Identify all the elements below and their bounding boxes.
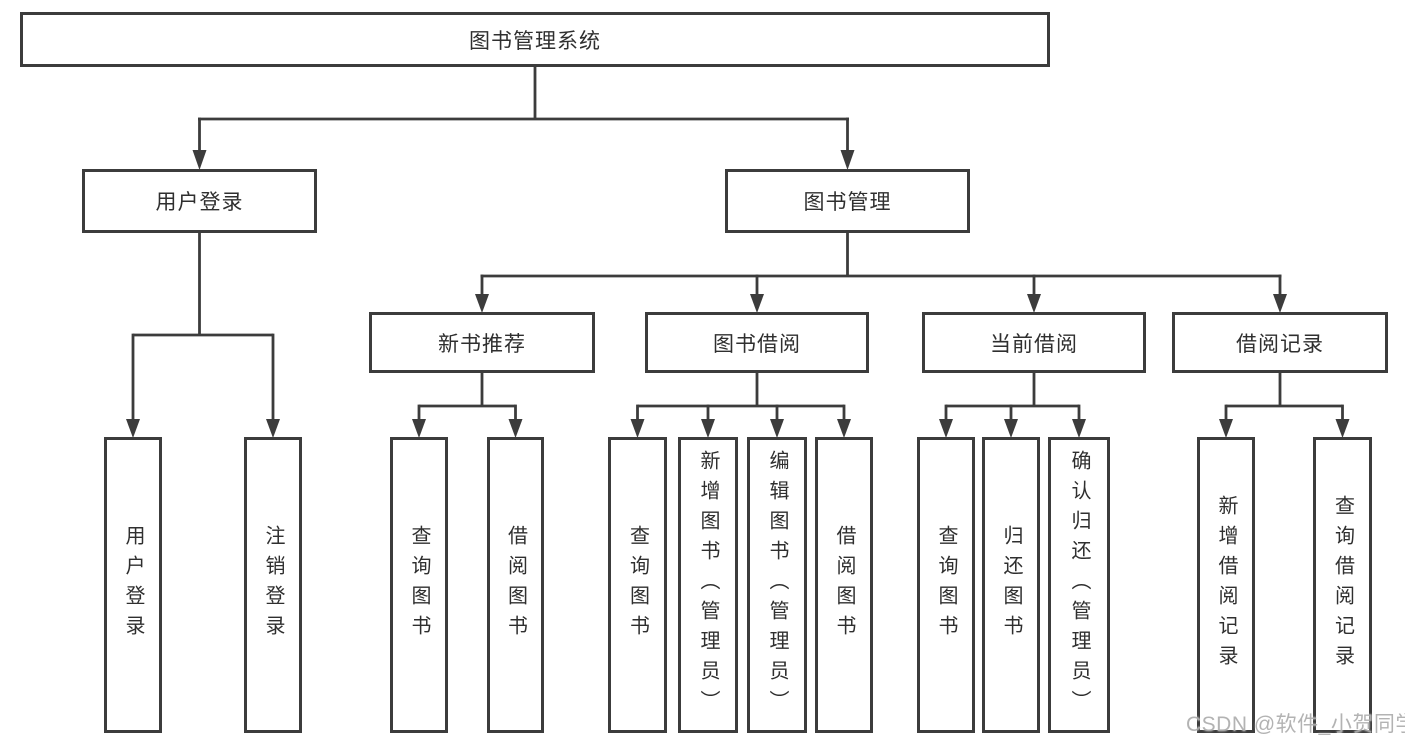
leaf-edit-books-admin: 编辑图书（管理员） [747, 437, 807, 733]
node-label: 注销登录 [262, 525, 284, 645]
node-label: 归还图书 [1000, 525, 1022, 645]
node-borrow-records: 借阅记录 [1172, 312, 1388, 373]
leaf-logout: 注销登录 [244, 437, 302, 733]
leaf-query-books-recommend: 查询图书 [390, 437, 448, 733]
node-label: 图书管理系统 [469, 29, 601, 53]
node-label: 查询借阅记录 [1331, 495, 1354, 675]
leaf-query-borrow-record: 查询借阅记录 [1313, 437, 1372, 733]
node-new-book-recommend: 新书推荐 [369, 312, 595, 373]
leaf-return-books: 归还图书 [982, 437, 1040, 733]
leaf-add-borrow-record: 新增借阅记录 [1197, 437, 1255, 733]
node-label: 新书推荐 [438, 332, 526, 356]
watermark: CSDN @软件_小贺同学 [1186, 713, 1405, 736]
node-label: 用户登录 [155, 191, 244, 214]
node-book-management: 图书管理 [725, 169, 970, 233]
node-label: 编辑图书（管理员） [766, 450, 788, 720]
node-user-login: 用户登录 [82, 169, 317, 233]
node-label: 当前借阅 [990, 332, 1078, 356]
node-book-borrow: 图书借阅 [645, 312, 869, 373]
leaf-user-login: 用户登录 [104, 437, 162, 733]
node-label: 新增借阅记录 [1215, 495, 1237, 675]
node-label: 借阅记录 [1236, 332, 1324, 356]
node-label: 图书借阅 [713, 332, 801, 356]
node-label: 用户登录 [122, 525, 144, 645]
leaf-query-books-borrow: 查询图书 [608, 437, 667, 733]
leaf-confirm-return-admin: 确认归还（管理员） [1048, 437, 1110, 733]
node-label: 查询图书 [626, 525, 649, 645]
node-label: 借阅图书 [833, 525, 855, 645]
node-current-borrow: 当前借阅 [922, 312, 1146, 373]
node-label: 图书管理 [803, 191, 892, 214]
leaf-borrow-books: 借阅图书 [815, 437, 873, 733]
node-label: 借阅图书 [504, 525, 527, 645]
node-root-system: 图书管理系统 [20, 12, 1050, 67]
leaf-query-books-current: 查询图书 [917, 437, 975, 733]
leaf-add-books-admin: 新增图书（管理员） [678, 437, 738, 733]
node-label: 查询图书 [935, 525, 957, 645]
node-label: 查询图书 [408, 525, 430, 645]
node-label: 新增图书（管理员） [697, 450, 719, 720]
leaf-borrow-books-recommend: 借阅图书 [487, 437, 544, 733]
node-label: 确认归还（管理员） [1068, 450, 1090, 720]
